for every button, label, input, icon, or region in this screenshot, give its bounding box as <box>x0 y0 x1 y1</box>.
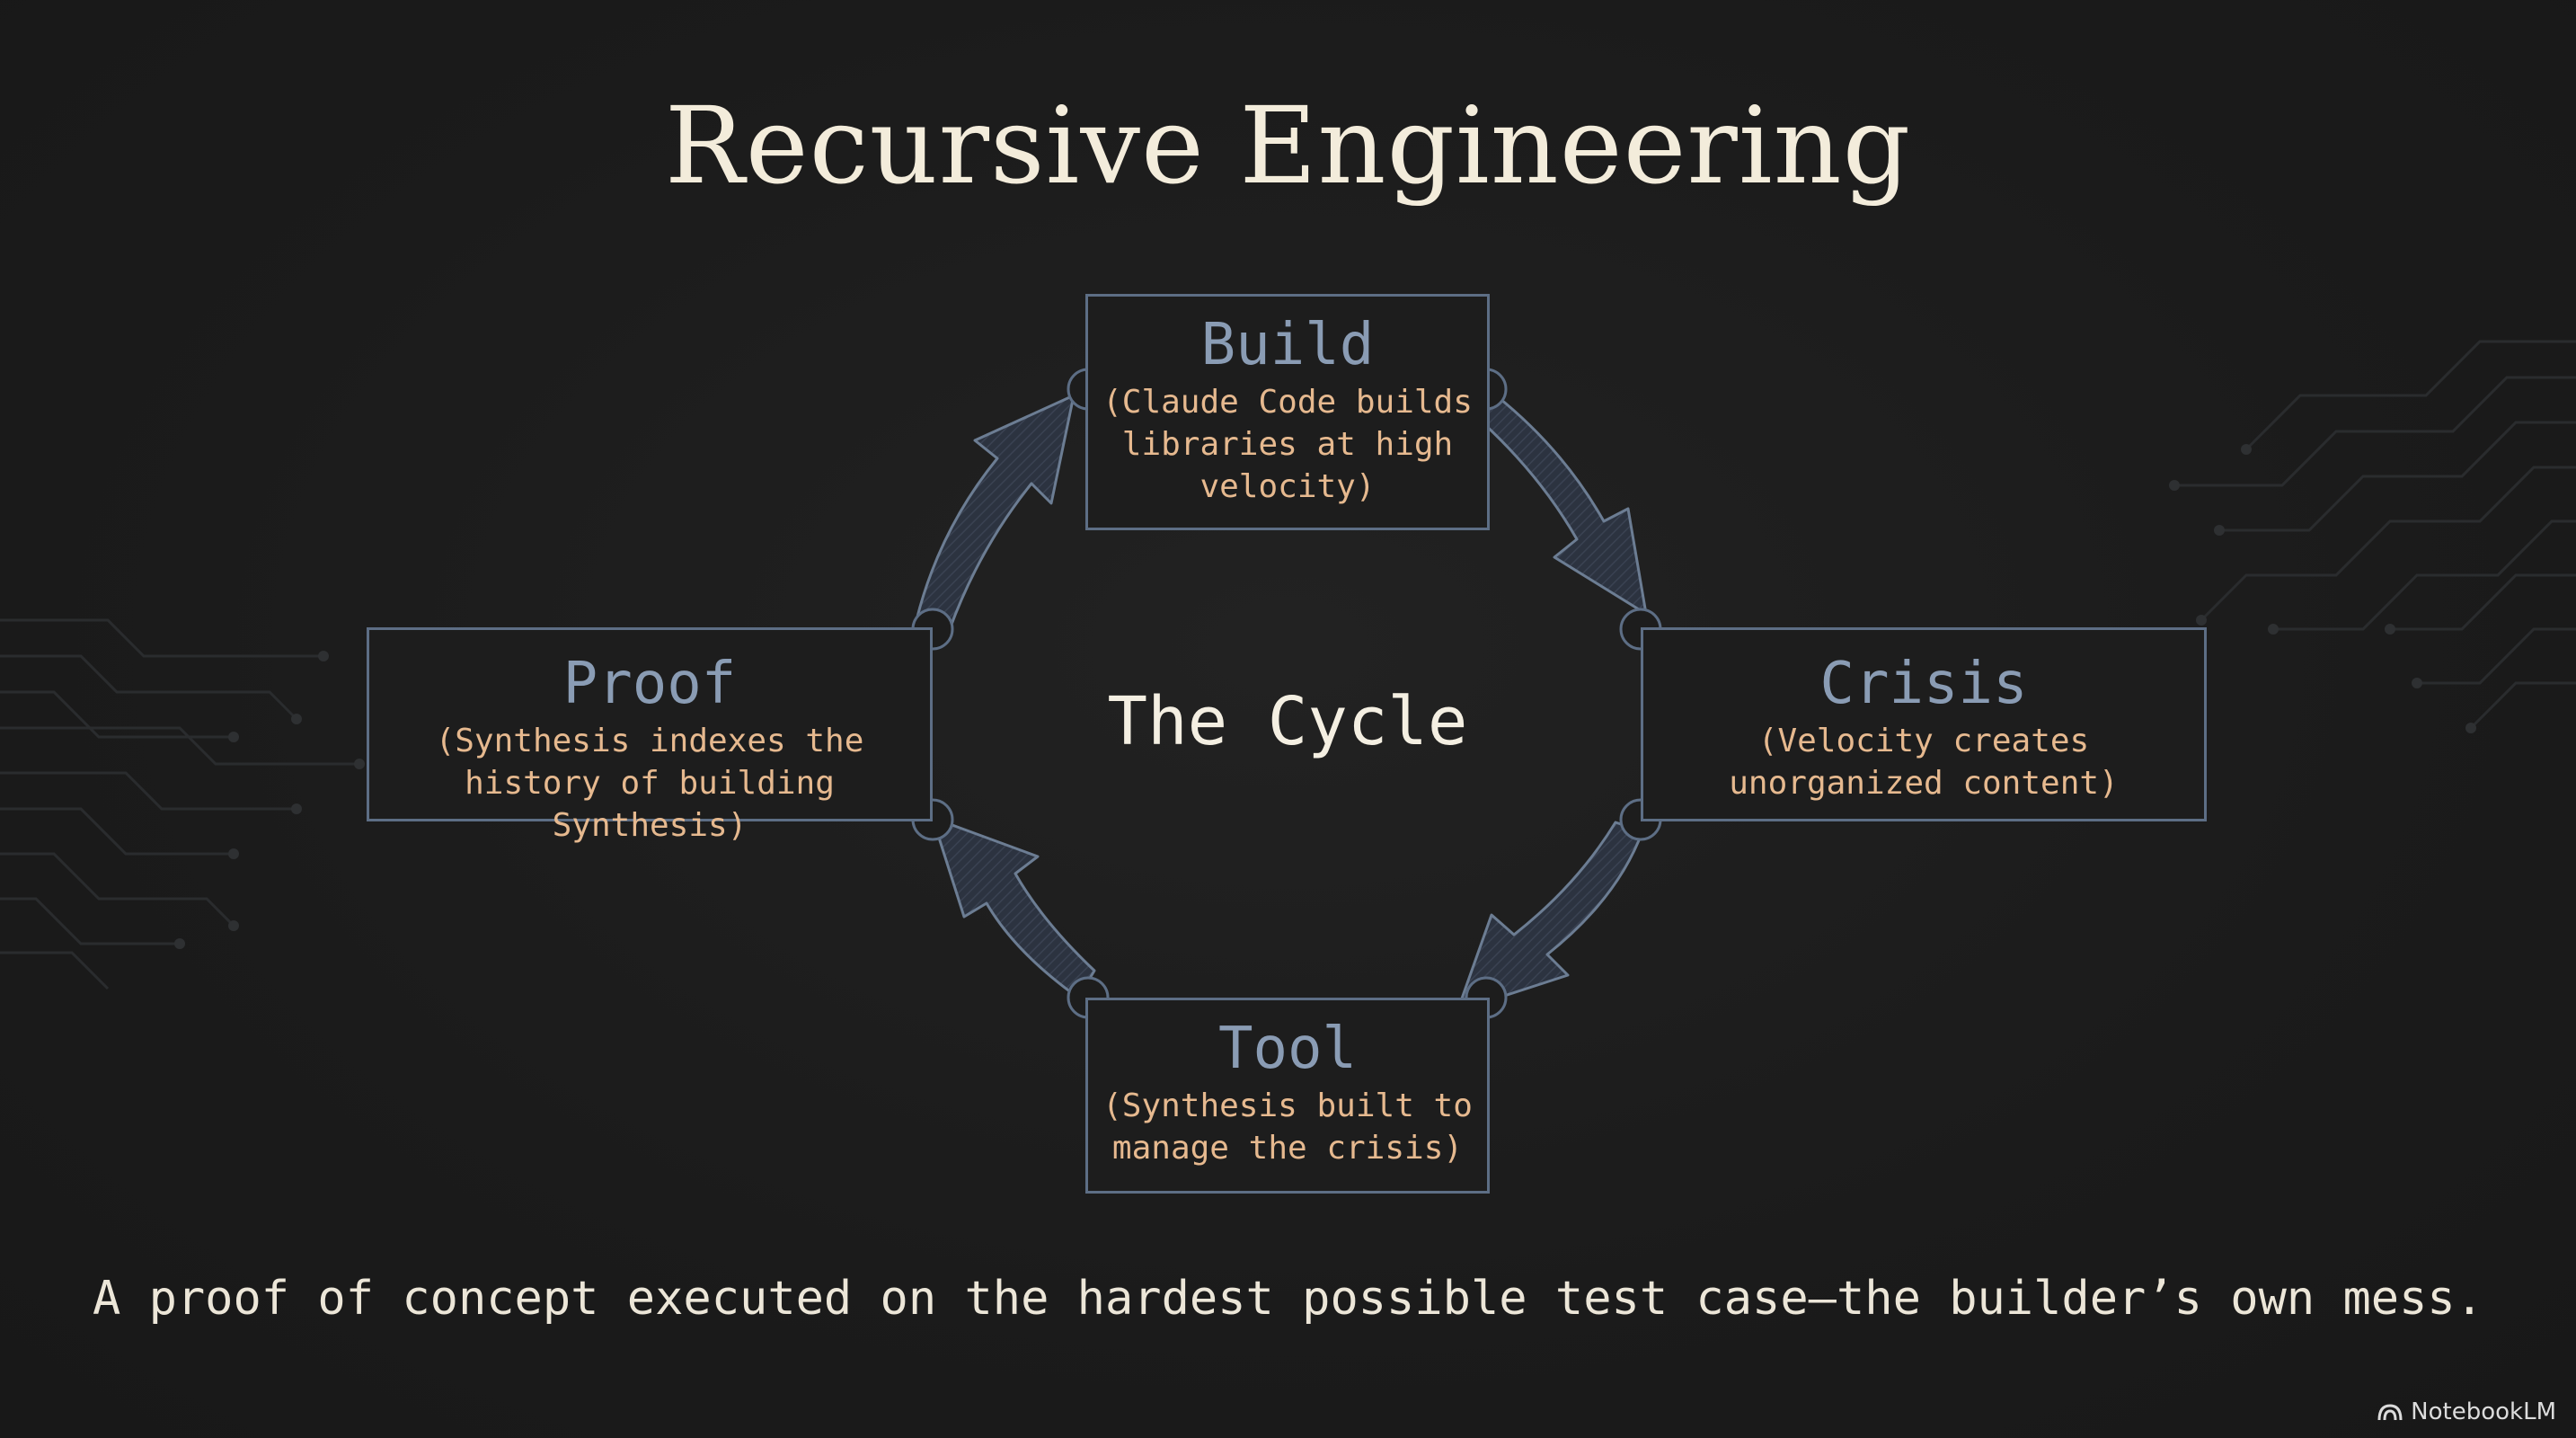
node-crisis-description: (Velocity creates unorganized content) <box>1729 723 2119 802</box>
arrow-tool-to-proof <box>931 816 1096 999</box>
arrow-crisis-to-tool <box>1456 821 1644 1013</box>
brand-name: NotebookLM <box>2411 1398 2556 1425</box>
cycle-center-label: The Cycle <box>1107 683 1468 760</box>
node-tool-description: (Synthesis built to manage the crisis) <box>1102 1087 1473 1167</box>
node-crisis: Crisis (Velocity creates unorganized con… <box>1641 627 2207 821</box>
slide-title: Recursive Engineering <box>664 84 1912 208</box>
node-proof-title: Proof <box>562 651 737 717</box>
node-build-title: Build <box>1200 312 1375 378</box>
notebooklm-logo-icon <box>2377 1404 2403 1421</box>
node-tool-title: Tool <box>1217 1016 1358 1082</box>
arrow-proof-to-build <box>915 394 1076 631</box>
slide-subtitle: A proof of concept executed on the harde… <box>92 1272 2484 1326</box>
node-proof: Proof (Synthesis indexes the history of … <box>367 627 933 844</box>
node-proof-description: (Synthesis indexes the history of buildi… <box>435 723 864 844</box>
node-build-description: (Claude Code builds libraries at high ve… <box>1102 384 1473 505</box>
node-crisis-title: Crisis <box>1819 651 2028 717</box>
node-tool: Tool (Synthesis built to manage the cris… <box>1085 998 1490 1194</box>
arrow-build-to-crisis <box>1481 394 1648 616</box>
node-build: Build (Claude Code builds libraries at h… <box>1085 294 1490 530</box>
brand-watermark: NotebookLM <box>2377 1398 2556 1425</box>
